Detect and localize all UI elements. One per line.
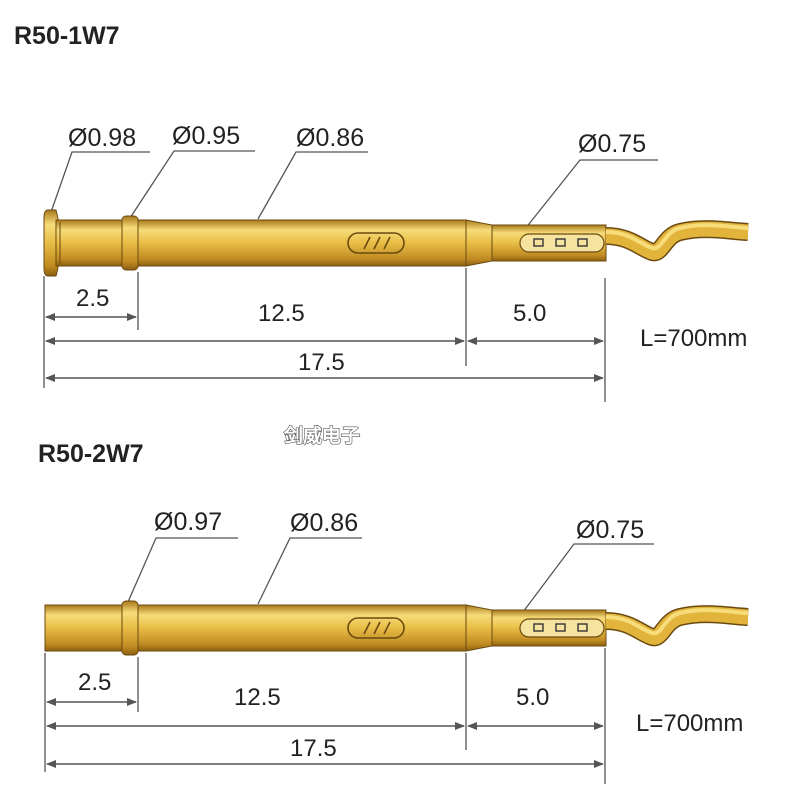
- dimension-label: 5.0: [513, 300, 546, 327]
- diameter-label: Ø0.75: [578, 130, 646, 158]
- diameter-label: Ø0.98: [68, 124, 136, 152]
- leader-line: [257, 151, 368, 220]
- probe-r50-2w7: R50-2W7 Ø0.97 Ø0.86 Ø0.75: [38, 440, 749, 784]
- leader-line: [127, 537, 238, 603]
- diameter-label: Ø0.86: [296, 124, 364, 152]
- leader-line: [49, 151, 150, 216]
- watermark: 剑威电子: [283, 424, 360, 447]
- dimension-label: 17.5: [290, 735, 337, 762]
- leader-line: [257, 537, 362, 605]
- diameter-label: Ø0.86: [290, 509, 358, 537]
- leader-line: [524, 159, 658, 230]
- leader-line: [522, 543, 654, 613]
- diameter-label: Ø0.97: [154, 508, 222, 536]
- dimension-label: 2.5: [76, 285, 109, 312]
- dimension-label: 2.5: [78, 669, 111, 696]
- probe-body: [44, 600, 749, 656]
- dimension-label: 17.5: [298, 349, 345, 376]
- dimension-label: 12.5: [234, 684, 281, 711]
- probe-title: R50-1W7: [14, 22, 120, 50]
- dimension-label: 12.5: [258, 300, 305, 327]
- diameter-label: Ø0.75: [576, 516, 644, 544]
- dimension-label: 5.0: [516, 684, 549, 711]
- probe-r50-1w7: R50-1W7 Ø0.98 Ø0.95 Ø0.86 Ø0.75: [14, 22, 749, 402]
- leader-line: [129, 150, 255, 219]
- probe-title: R50-2W7: [38, 440, 144, 468]
- diameter-label: Ø0.95: [172, 122, 240, 150]
- length-label: L=700mm: [636, 710, 743, 737]
- length-label: L=700mm: [640, 325, 747, 352]
- probe-body: [43, 209, 749, 277]
